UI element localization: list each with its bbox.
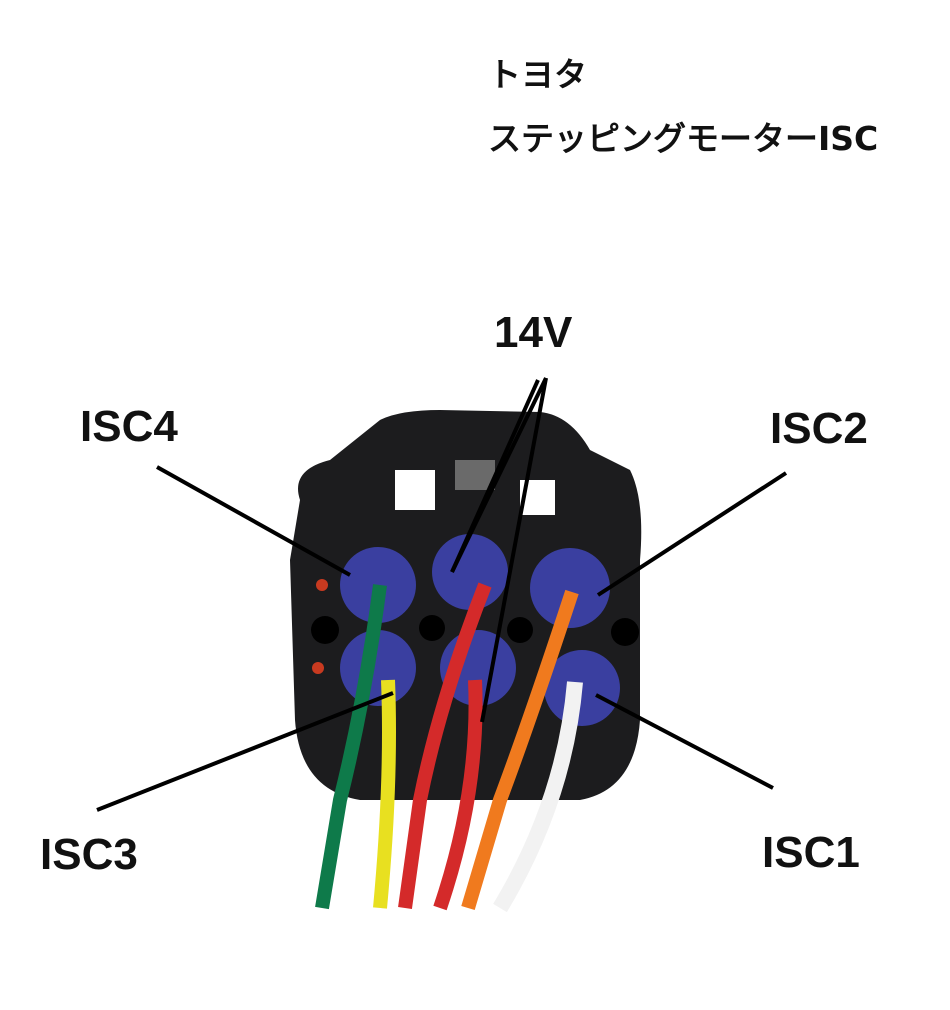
wire-green	[315, 584, 387, 910]
pin-seals	[340, 534, 620, 726]
wire-red-1	[398, 582, 492, 909]
label-isc3: ISC3	[40, 830, 138, 879]
leader-14v-c	[450, 379, 540, 573]
wire-white	[493, 681, 583, 913]
leader-isc1	[595, 693, 774, 790]
wires	[315, 582, 583, 913]
wire-red-2	[433, 679, 483, 911]
label-isc1: ISC1	[762, 828, 860, 877]
leader-isc3	[96, 691, 394, 812]
wire-orange	[461, 589, 579, 910]
leader-lines	[96, 377, 788, 812]
label-isc4: ISC4	[80, 402, 178, 451]
leader-isc4	[156, 465, 351, 577]
pin-14v-top	[432, 534, 508, 610]
label-14v: 14V	[494, 308, 573, 357]
pin-isc2	[530, 548, 610, 628]
title-maker: トヨタ	[488, 55, 587, 94]
title-part: ステッピングモーターISC	[488, 119, 879, 158]
wire-yellow	[373, 679, 396, 909]
leader-isc2	[596, 471, 788, 597]
label-isc2: ISC2	[770, 404, 868, 453]
leader-14v-b	[480, 377, 548, 723]
